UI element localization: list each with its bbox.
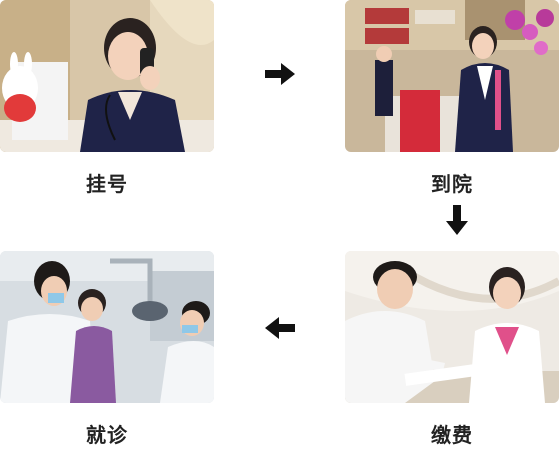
dental-treatment-photo [0,251,214,403]
receptionist-on-phone-photo [0,0,214,152]
step-label-arrival: 到院 [431,172,473,196]
hospital-reception-desk-photo [345,0,559,152]
arrow-down-icon [446,205,468,235]
step-label-registration: 挂号 [86,172,128,196]
patient-paying-at-counter-photo [345,251,559,403]
step-label-payment: 缴费 [431,423,473,447]
step-label-treatment: 就诊 [86,423,128,447]
arrow-right-icon [265,63,295,85]
arrow-left-icon [265,317,295,339]
